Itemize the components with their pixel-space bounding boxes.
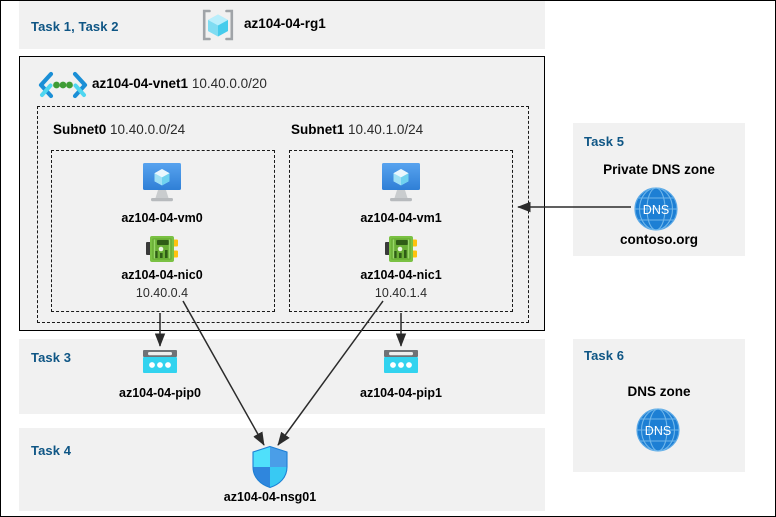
- pip0-label: az104-04-pip0: [119, 386, 201, 400]
- vm0-label: az104-04-vm0: [121, 211, 203, 225]
- resource-group-name: az104-04-rg1: [244, 16, 326, 31]
- subnet0-name-cidr: Subnet0 10.40.0.0/24: [53, 122, 186, 137]
- task-label-3: Task 3: [31, 350, 72, 365]
- vnet-cidr: 10.40.0.0/20: [191, 76, 267, 91]
- vm1-label: az104-04-vm1: [360, 211, 442, 225]
- task-label-5: Task 5: [584, 134, 625, 149]
- network-interface-icon: [144, 234, 180, 266]
- subnet1-box: [289, 150, 513, 312]
- network-security-group-icon: [250, 445, 290, 489]
- virtual-machine-icon: [375, 161, 427, 205]
- nic0-label: az104-04-nic0: [121, 268, 203, 282]
- dns-zone-icon: DNS: [633, 186, 679, 232]
- private-dns-name: contoso.org: [620, 232, 698, 247]
- public-ip-panel: [19, 339, 545, 414]
- resource-group-icon: [199, 8, 237, 42]
- nic0-ip: 10.40.0.4: [135, 286, 189, 300]
- virtual-network-icon: [37, 70, 89, 100]
- public-ip-icon: [140, 348, 180, 378]
- task-label-6: Task 6: [584, 348, 625, 363]
- pip1-label: az104-04-pip1: [360, 386, 442, 400]
- resource-group-panel: [19, 1, 545, 49]
- nic1-ip: 10.40.1.4: [374, 286, 428, 300]
- public-dns-heading: DNS zone: [627, 384, 691, 399]
- subnet1-cidr: 10.40.1.0/24: [348, 122, 424, 137]
- subnet0-cidr: 10.40.0.0/24: [110, 122, 186, 137]
- svg-text:DNS: DNS: [643, 203, 669, 217]
- private-dns-heading: Private DNS zone: [603, 162, 715, 177]
- vnet-name-cidr: az104-04-vnet1 10.40.0.0/20: [92, 76, 267, 91]
- nsg-label: az104-04-nsg01: [223, 490, 317, 504]
- dns-zone-icon: DNS: [635, 407, 681, 453]
- nic1-label: az104-04-nic1: [360, 268, 442, 282]
- svg-text:DNS: DNS: [645, 424, 671, 438]
- task-label-4: Task 4: [31, 443, 72, 458]
- network-interface-icon: [383, 234, 419, 266]
- task-label-1-2: Task 1, Task 2: [31, 19, 119, 34]
- subnet0-box: [51, 150, 275, 312]
- virtual-machine-icon: [136, 161, 188, 205]
- public-ip-icon: [381, 348, 421, 378]
- subnet1-name-cidr: Subnet1 10.40.1.0/24: [291, 122, 424, 137]
